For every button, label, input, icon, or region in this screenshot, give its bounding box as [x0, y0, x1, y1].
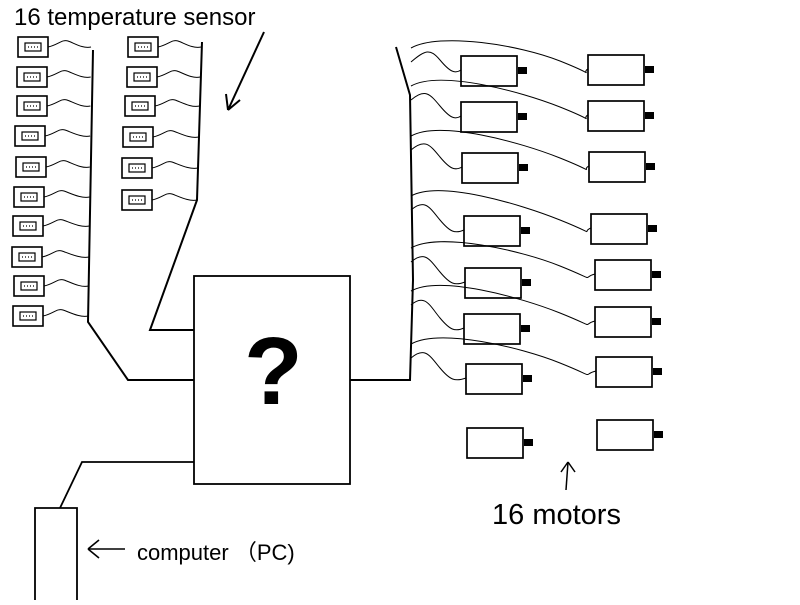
sensor-wire [43, 190, 90, 198]
computer-label: computer （PC) [137, 540, 295, 565]
motor [410, 241, 661, 291]
sensor-wire [152, 130, 199, 138]
temperature-sensor [15, 156, 90, 178]
sensor-bus-right [148, 41, 203, 331]
sensor-wire [42, 219, 90, 227]
sensor-wire [154, 99, 200, 107]
sensor-wire [151, 161, 198, 169]
sensor-wire [157, 40, 202, 48]
temperature-sensor [12, 215, 90, 237]
temperature-sensors [11, 36, 202, 327]
motor [410, 190, 657, 245]
motor [466, 427, 533, 459]
temperature-sensor [12, 305, 89, 327]
temperature-sensor [13, 275, 89, 297]
motor-wire [410, 241, 596, 279]
temperature-sensor [16, 66, 91, 88]
motor-wire [410, 337, 597, 376]
motor-bus [350, 46, 415, 381]
motor-wire [410, 204, 465, 233]
sensor-wire [151, 193, 198, 201]
motor [410, 352, 532, 395]
motor-wire [410, 143, 463, 170]
motor-wire [410, 51, 462, 73]
temperature-sensor [126, 66, 201, 88]
pc-to-box-wire [59, 461, 194, 509]
sensor-bus-left [86, 49, 194, 381]
temperature-sensor [121, 189, 198, 211]
motor [410, 40, 654, 86]
temperature-sensor [16, 95, 91, 117]
sensor-wire [45, 160, 90, 168]
sensors-arrow [225, 31, 265, 111]
motor-wire [410, 79, 589, 120]
motor-wire [410, 352, 467, 381]
temperature-sensor [11, 246, 90, 268]
motor-wire [410, 284, 596, 326]
motor-wire [410, 190, 592, 233]
motor-wire [410, 92, 462, 119]
computer-pc [34, 507, 78, 600]
motor-wire [410, 299, 465, 331]
unknown-controller-box: ? [193, 275, 351, 485]
sensor-wire [43, 279, 89, 287]
temperature-sensor [124, 95, 200, 117]
motor [596, 419, 663, 451]
motor-wire [410, 40, 589, 74]
motor [410, 79, 654, 132]
motors-arrow [560, 461, 576, 491]
motor [410, 256, 531, 299]
computer-arrow [87, 539, 125, 559]
motor [410, 143, 528, 184]
motor [410, 284, 661, 338]
motor-wire [410, 256, 466, 285]
temperature-sensor [17, 36, 92, 58]
motor [410, 299, 530, 345]
motor [410, 204, 530, 247]
sensors-label: 16 temperature sensor [14, 4, 255, 31]
temperature-sensor [14, 125, 91, 147]
temperature-sensor [13, 186, 90, 208]
motor [410, 92, 527, 133]
sensor-wire [156, 70, 201, 78]
motor [410, 129, 655, 183]
unknown-question-mark: ? [244, 318, 303, 425]
sensor-wire [44, 129, 91, 137]
temperature-sensor [121, 157, 198, 179]
motors [410, 40, 663, 459]
sensor-wire [47, 40, 92, 48]
temperature-sensor [122, 126, 199, 148]
sensor-wire [42, 309, 89, 317]
sensor-wire [46, 99, 91, 107]
motor [410, 337, 662, 388]
sensor-wire [46, 70, 91, 78]
sensor-wire [41, 250, 90, 258]
motor-wire [410, 129, 590, 171]
temperature-sensor [127, 36, 202, 58]
motors-label: 16 motors [492, 499, 621, 531]
